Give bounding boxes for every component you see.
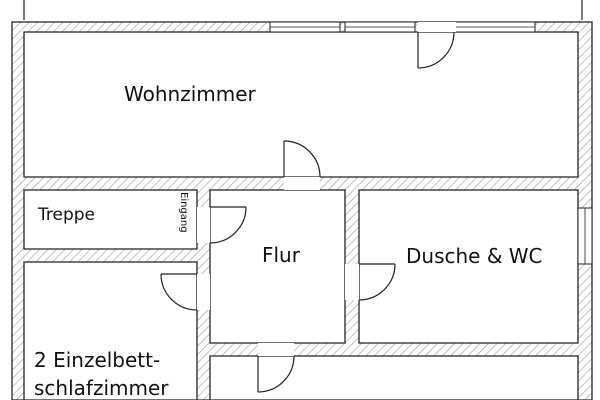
door-bottom-room xyxy=(257,343,295,393)
door-schlafzimmer xyxy=(160,273,210,311)
door-wohnzimmer-flur xyxy=(283,140,321,190)
window-top-2 xyxy=(344,21,416,33)
window-right xyxy=(577,207,593,265)
door-wohnzimmer-top xyxy=(417,22,456,69)
entrance-label: Eingang xyxy=(178,192,189,233)
window-top-3 xyxy=(454,21,536,33)
room-label-treppe: Treppe xyxy=(38,205,96,225)
room-label-flur: Flur xyxy=(262,243,300,267)
room-label-wohnzimmer: Wohnzimmer xyxy=(124,82,256,106)
room-label-schlafzimmer-line2: schlafzimmer xyxy=(34,376,169,400)
wall-mass xyxy=(11,21,593,400)
room-label-schlafzimmer-line1: 2 Einzelbett- xyxy=(34,348,161,372)
door-flur-dusche xyxy=(345,263,396,301)
door-eingang xyxy=(197,206,247,244)
window-top-1 xyxy=(269,21,341,33)
room-label-dusche-wc: Dusche & WC xyxy=(406,244,543,268)
